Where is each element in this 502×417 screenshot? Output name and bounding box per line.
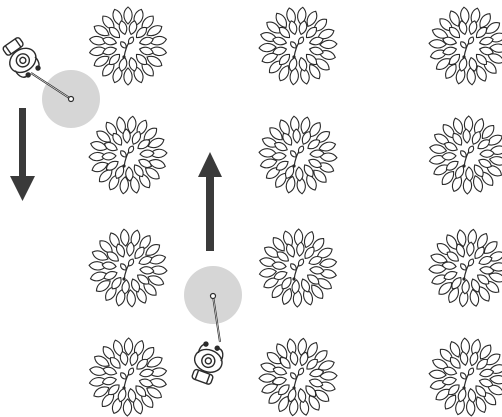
nozzle-top	[67, 95, 75, 103]
bush-icon	[88, 228, 168, 308]
bush-icon	[258, 228, 338, 308]
bush-icon	[258, 337, 338, 417]
bush-icon	[88, 115, 168, 195]
nozzle-bottom	[209, 292, 217, 300]
bush-icon	[428, 115, 502, 195]
sprayer-operator-icon-top	[2, 37, 41, 78]
plant-grid	[88, 6, 502, 417]
bush-icon	[88, 6, 168, 86]
bush-icon	[258, 6, 338, 86]
bush-icon	[88, 337, 168, 417]
bush-icon	[428, 337, 502, 417]
arrow-up-icon	[198, 152, 222, 251]
bush-icon	[428, 228, 502, 308]
bush-icon	[258, 115, 338, 195]
sprayer-operator-icon-bottom	[191, 341, 224, 385]
arrow-down-icon	[10, 108, 35, 201]
bush-icon	[428, 6, 502, 86]
